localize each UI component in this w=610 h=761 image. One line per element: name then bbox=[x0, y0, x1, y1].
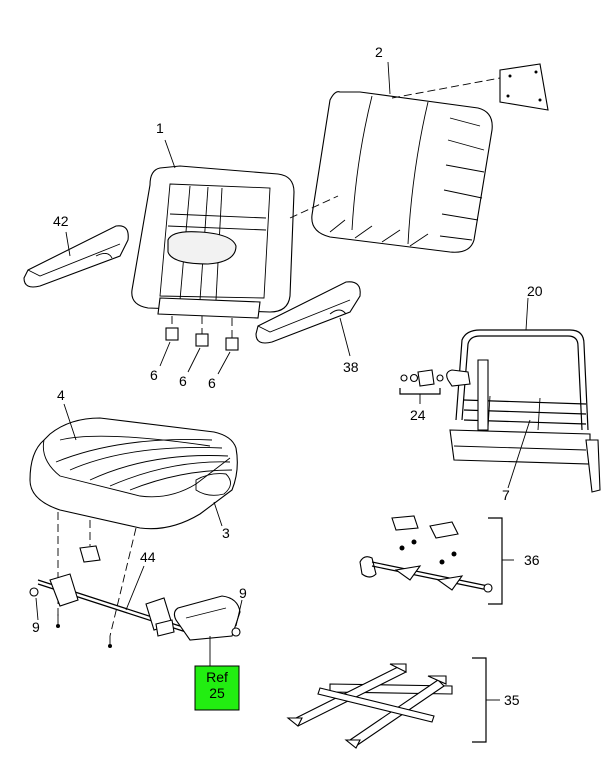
part-42-armrest-left bbox=[23, 225, 129, 288]
part-2-back-cushion bbox=[311, 77, 501, 253]
callout-24: 24 bbox=[410, 407, 426, 423]
callout-2: 2 bbox=[375, 44, 383, 60]
callout-1: 1 bbox=[156, 120, 164, 136]
back-bracket bbox=[499, 63, 549, 111]
ref-label[interactable]: Ref bbox=[206, 669, 228, 685]
callout-4: 4 bbox=[57, 387, 65, 403]
part-44-rod bbox=[29, 545, 243, 666]
ref-25-link[interactable]: Ref 25 bbox=[194, 665, 240, 711]
callout-6b: 6 bbox=[179, 373, 187, 389]
ref-number[interactable]: 25 bbox=[209, 685, 225, 701]
callout-6a: 6 bbox=[150, 367, 158, 383]
callout-35: 35 bbox=[504, 692, 520, 708]
callout-9b: 9 bbox=[239, 585, 247, 601]
part-20-back-frame bbox=[446, 297, 601, 493]
callout-44: 44 bbox=[140, 549, 156, 565]
callout-20: 20 bbox=[527, 283, 543, 299]
callout-3: 3 bbox=[222, 525, 230, 541]
part-24-hardware bbox=[399, 369, 444, 404]
callout-9a: 9 bbox=[32, 619, 40, 635]
callout-42: 42 bbox=[53, 213, 69, 229]
part-35-straps bbox=[286, 657, 500, 749]
callout-6c: 6 bbox=[208, 375, 216, 391]
part-1-seat-back bbox=[131, 165, 339, 319]
part-36-bracket-assembly bbox=[359, 515, 514, 605]
part-6-grommets bbox=[159, 316, 239, 375]
part-38-armrest-right bbox=[255, 281, 361, 357]
part-3-seat-cushion bbox=[29, 403, 238, 530]
callout-38: 38 bbox=[343, 359, 359, 375]
callout-36: 36 bbox=[524, 552, 540, 568]
callout-7: 7 bbox=[502, 487, 510, 503]
ref-25-box[interactable] bbox=[194, 665, 240, 711]
